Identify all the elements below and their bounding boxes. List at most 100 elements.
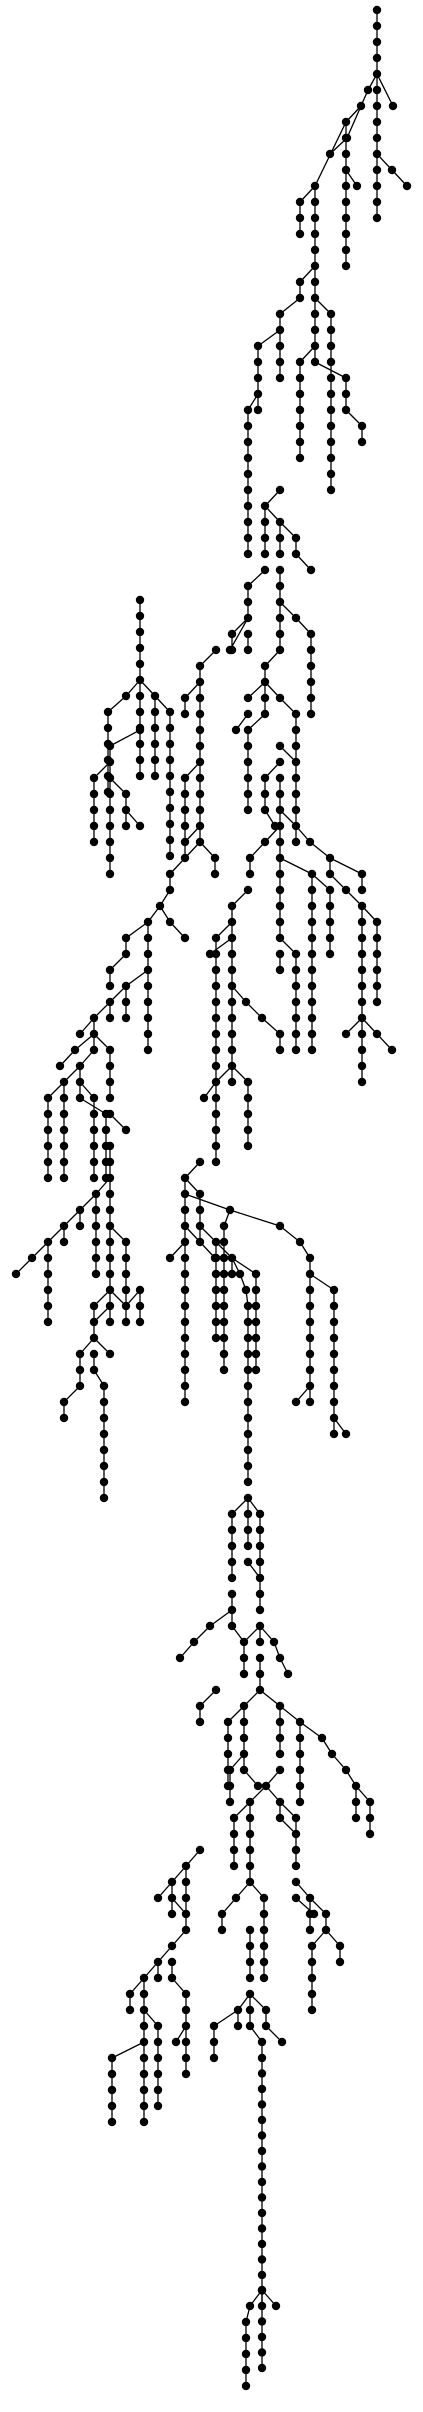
tree-node — [139, 2021, 149, 2031]
tree-node — [357, 1061, 367, 1071]
tree-node — [335, 1957, 345, 1967]
tree-node — [135, 755, 145, 765]
tree-node — [143, 917, 153, 927]
tree-node — [139, 1989, 149, 1999]
tree-node — [167, 1877, 177, 1887]
tree-edge — [309, 1273, 335, 1291]
tree-node — [341, 245, 351, 255]
tree-node — [105, 1093, 115, 1103]
tree-node — [135, 821, 145, 831]
tree-node — [257, 2115, 267, 2125]
tree-node — [372, 949, 382, 959]
tree-node — [257, 2363, 267, 2373]
tree-node — [225, 1797, 235, 1807]
tree-node — [245, 2301, 255, 2311]
tree-node — [388, 101, 398, 111]
tree-node — [245, 1829, 255, 1839]
tree-node — [253, 1781, 263, 1791]
tree-node — [253, 357, 263, 367]
tree-node — [180, 1237, 190, 1247]
tree-node — [167, 1957, 177, 1967]
tree-node — [135, 739, 145, 749]
tree-node — [275, 581, 285, 591]
tree-node — [239, 1653, 249, 1663]
tree-node — [245, 1925, 255, 1935]
tree-node — [180, 1317, 190, 1327]
tree-node — [372, 69, 382, 79]
tree-node — [243, 757, 253, 767]
tree-node — [326, 405, 336, 415]
tree-node — [257, 2301, 267, 2311]
tree-node — [255, 1557, 265, 1567]
tree-node — [165, 787, 175, 797]
tree-node — [180, 837, 190, 847]
tree-node — [43, 1157, 53, 1167]
tree-node — [387, 1045, 397, 1055]
tree-node — [260, 501, 270, 511]
tree-node — [310, 213, 320, 223]
tree-node — [243, 1477, 253, 1487]
tree-node — [365, 1829, 375, 1839]
tree-node — [255, 1573, 265, 1583]
tree-node — [121, 1013, 131, 1023]
tree-node — [307, 933, 317, 943]
tree-node — [105, 805, 115, 815]
tree-node — [329, 1429, 339, 1439]
tree-node — [257, 2037, 267, 2047]
tree-node — [310, 197, 320, 207]
tree-node — [253, 341, 263, 351]
tree-node — [255, 1637, 265, 1647]
tree-node — [260, 693, 270, 703]
tree-node — [99, 1381, 109, 1391]
tree-node — [326, 341, 336, 351]
tree-node — [307, 965, 317, 975]
tree-node — [89, 1365, 99, 1375]
tree-node — [121, 691, 131, 701]
tree-node — [295, 1781, 305, 1791]
tree-node — [225, 1781, 235, 1791]
tree-node — [135, 643, 145, 653]
tree-node — [211, 1285, 221, 1295]
tree-node — [325, 949, 335, 959]
tree-node — [150, 723, 160, 733]
tree-node — [295, 1765, 305, 1775]
tree-node — [89, 821, 99, 831]
tree-node — [227, 1077, 237, 1087]
tree-node — [219, 1269, 229, 1279]
tree-node — [257, 2084, 267, 2094]
tree-node — [180, 1381, 190, 1391]
tree-node — [243, 1397, 253, 1407]
tree-node — [227, 917, 237, 927]
tree-node — [260, 517, 270, 527]
tree-node — [59, 1397, 69, 1407]
tree-node — [243, 1317, 253, 1327]
tree-node — [295, 213, 305, 223]
tree-node — [180, 1285, 190, 1295]
tree-node — [275, 965, 285, 975]
tree-node — [275, 1733, 285, 1743]
tree-node — [357, 949, 367, 959]
tree-node — [372, 53, 382, 63]
tree-node — [260, 661, 270, 671]
tree-node — [326, 325, 336, 335]
tree-node — [257, 2162, 267, 2171]
tree-node — [243, 501, 253, 511]
tree-node — [181, 2005, 191, 2015]
tree-node — [329, 1381, 339, 1391]
tree-node — [171, 2037, 181, 2047]
tree-node — [329, 1285, 339, 1295]
tree-node — [103, 723, 113, 733]
tree-node — [107, 2053, 117, 2063]
tree-node — [195, 789, 205, 799]
tree-node — [227, 1573, 237, 1583]
tree-edge — [329, 857, 363, 875]
tree-node — [243, 693, 253, 703]
tree-node — [89, 837, 99, 847]
tree-node — [372, 37, 382, 47]
tree-node — [167, 1893, 177, 1903]
tree-node — [357, 1077, 367, 1087]
tree-node — [227, 901, 237, 911]
tree-node — [356, 101, 366, 111]
tree-node — [372, 21, 382, 31]
tree-node — [105, 1013, 115, 1023]
